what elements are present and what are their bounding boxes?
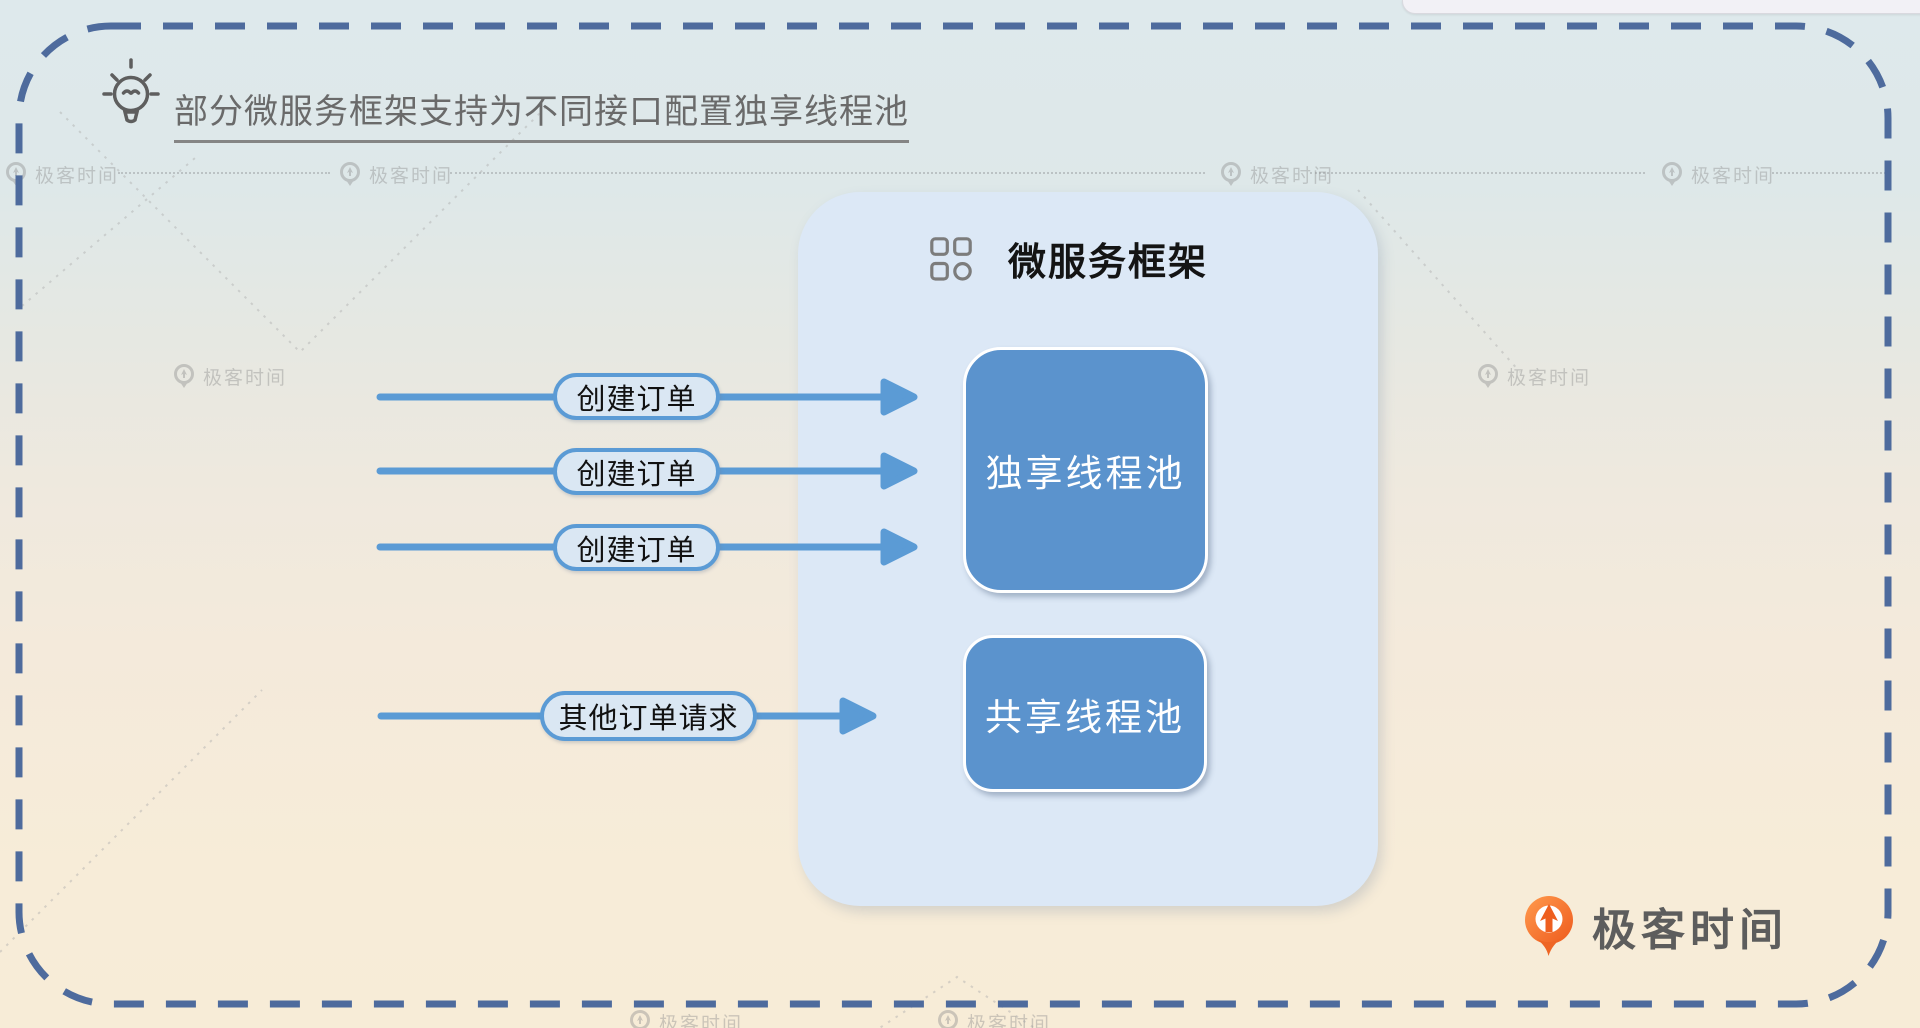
geektime-watermark-icon (1218, 160, 1244, 188)
request-label: 创建订单 (576, 534, 697, 567)
watermark-dotted-line (1772, 172, 1890, 174)
watermark: 极客时间 (1475, 362, 1591, 390)
brand-name: 极客时间 (1592, 906, 1788, 955)
lightbulb-icon (102, 58, 160, 124)
watermark: 极客时间 (171, 362, 287, 390)
geektime-watermark-icon (935, 1008, 961, 1028)
request-label: 创建订单 (576, 458, 697, 491)
geektime-watermark-icon (627, 1008, 653, 1028)
shared-thread-pool-box: 共享线程池 (963, 635, 1207, 792)
request-label: 其他订单请求 (558, 703, 739, 735)
shared-pool-label: 共享线程池 (985, 696, 1185, 738)
watermark: 极客时间 (3, 160, 119, 188)
watermark-text: 极客时间 (967, 1013, 1052, 1028)
watermark-dotted-line (450, 172, 1205, 174)
exclusive-pool-label: 独享线程池 (985, 453, 1186, 494)
microservice-framework-panel: 微服务框架 独享线程池 共享线程池 (798, 192, 1378, 906)
geektime-watermark-icon (337, 160, 363, 188)
window-edge-fragment (1402, 0, 1920, 14)
geektime-logo: 极客时间 (1522, 894, 1788, 958)
request-label: 创建订单 (576, 383, 697, 416)
request-pill-create-order-1: 创建订单 (553, 373, 720, 420)
exclusive-thread-pool-box: 独享线程池 (963, 347, 1208, 593)
request-pill-other-orders: 其他订单请求 (540, 691, 757, 741)
watermark-text: 极客时间 (659, 1013, 744, 1028)
watermark: 极客时间 (1218, 160, 1334, 188)
geektime-watermark-icon (1475, 362, 1501, 390)
tip-title: 部分微服务框架支持为不同接口配置独享线程池 (174, 84, 909, 143)
watermark-text: 极客时间 (369, 165, 454, 187)
watermark-text: 极客时间 (35, 165, 120, 187)
watermark-text: 极客时间 (1250, 165, 1335, 187)
watermark: 极客时间 (935, 1008, 1051, 1028)
geektime-watermark-icon (3, 160, 29, 188)
watermark-text: 极客时间 (1507, 367, 1592, 389)
watermark: 极客时间 (337, 160, 453, 188)
request-pill-create-order-2: 创建订单 (553, 448, 720, 495)
grid-apps-icon (930, 236, 972, 281)
watermark: 极客时间 (1659, 160, 1775, 188)
watermark: 极客时间 (627, 1008, 743, 1028)
geektime-pin-icon (1525, 896, 1573, 956)
geektime-watermark-icon (171, 362, 197, 390)
request-pill-create-order-3: 创建订单 (553, 524, 720, 571)
watermark-text: 极客时间 (203, 367, 288, 389)
watermark-dotted-line (118, 172, 330, 174)
watermark-dotted-line (1310, 172, 1645, 174)
geektime-watermark-icon (1659, 160, 1685, 188)
panel-header: 微服务框架 (930, 231, 1208, 286)
tip-header: 部分微服务框架支持为不同接口配置独享线程池 (102, 56, 909, 143)
framework-title: 微服务框架 (1008, 242, 1209, 284)
watermark-text: 极客时间 (1691, 165, 1776, 187)
